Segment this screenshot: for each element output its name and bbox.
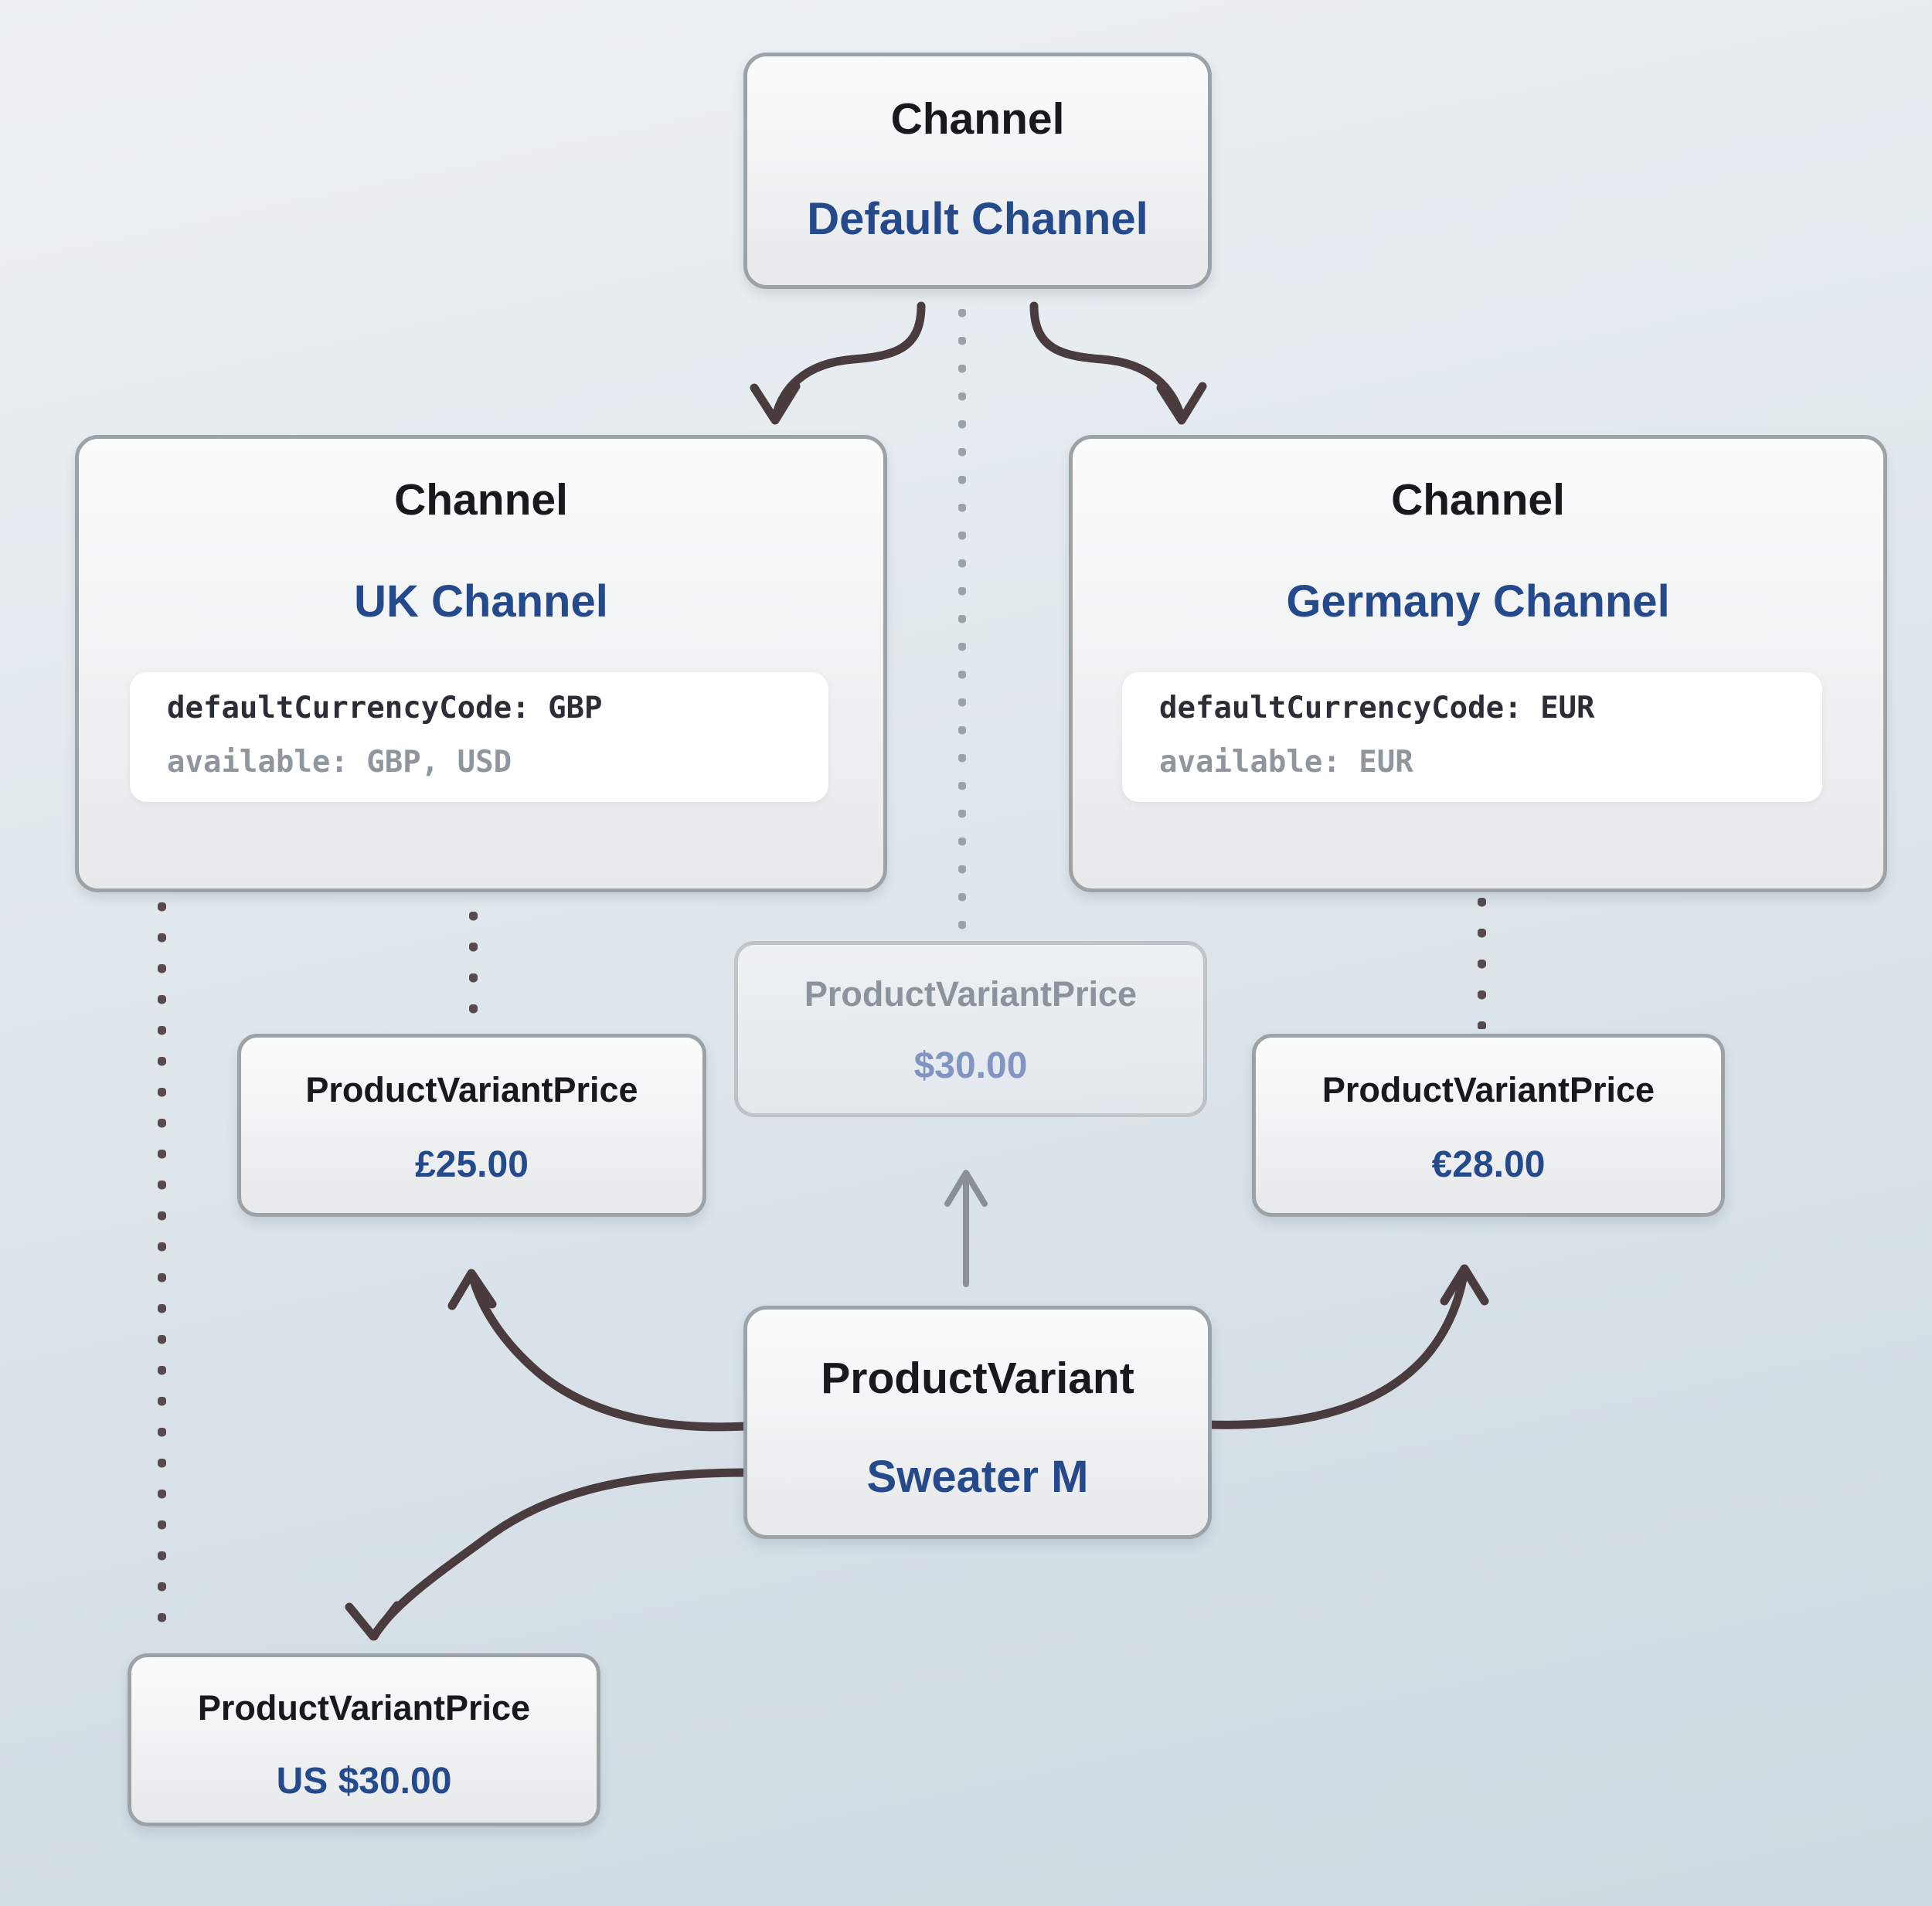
node-type-label: Channel xyxy=(1391,475,1565,525)
arrow-default-to-uk-channel xyxy=(770,301,926,423)
dotted-line-germany-channel-to-eur-price xyxy=(1478,805,1486,1029)
available-currencies-line: available: GBP, USD xyxy=(167,745,512,780)
price-value-label: €28.00 xyxy=(1431,1144,1546,1185)
node-type-label: Channel xyxy=(394,475,568,525)
node-default-channel: Channel Default Channel xyxy=(743,53,1212,289)
default-currency-code-line: defaultCurrencyCode: EUR xyxy=(1159,691,1595,725)
uk-channel-currency-code-box: defaultCurrencyCode: GBP available: GBP,… xyxy=(130,672,828,802)
dotted-line-uk-channel-to-gbp-price xyxy=(469,912,478,1028)
dotted-line-default-channel-to-default-price xyxy=(958,309,966,936)
node-type-label: Channel xyxy=(890,94,1065,144)
price-value-label: $30.00 xyxy=(913,1045,1028,1086)
node-product-variant-price-eur: ProductVariantPrice €28.00 xyxy=(1252,1034,1725,1217)
arrow-variant-to-gbp-price xyxy=(468,1270,751,1432)
arrow-variant-to-default-price-head xyxy=(944,1170,988,1207)
default-currency-code-line: defaultCurrencyCode: GBP xyxy=(167,691,603,725)
price-value-label: US $30.00 xyxy=(276,1761,452,1802)
price-value-label: £25.00 xyxy=(415,1144,529,1185)
arrow-variant-to-gbp-price-head xyxy=(447,1269,497,1310)
available-currencies-line: available: EUR xyxy=(1159,745,1413,780)
node-product-variant-price-gbp: ProductVariantPrice £25.00 xyxy=(237,1034,706,1217)
node-product-variant: ProductVariant Sweater M xyxy=(743,1306,1212,1539)
node-type-label: ProductVariantPrice xyxy=(197,1688,531,1728)
node-name-label: Default Channel xyxy=(807,194,1148,244)
node-uk-channel: Channel UK Channel defaultCurrencyCode: … xyxy=(75,435,887,892)
node-product-variant-price-usd: ProductVariantPrice US $30.00 xyxy=(128,1653,600,1826)
node-germany-channel: Channel Germany Channel defaultCurrencyC… xyxy=(1069,435,1887,892)
arrow-variant-to-us-price-head xyxy=(345,1601,402,1641)
arrow-default-to-germany-channel xyxy=(1029,301,1186,423)
node-product-variant-price-default: ProductVariantPrice $30.00 xyxy=(734,941,1207,1117)
arrow-variant-to-eur-price-head xyxy=(1440,1264,1489,1306)
dotted-line-uk-channel-to-us-price xyxy=(158,902,166,1638)
arrow-variant-to-eur-price xyxy=(1204,1266,1469,1429)
node-type-label: ProductVariantPrice xyxy=(1321,1070,1655,1109)
arrow-variant-to-us-price xyxy=(369,1468,753,1641)
arrow-default-to-uk-channel-head xyxy=(750,382,801,425)
node-type-label: ProductVariantPrice xyxy=(305,1070,638,1109)
node-type-label: ProductVariantPrice xyxy=(804,974,1138,1014)
node-type-label: ProductVariant xyxy=(821,1354,1134,1403)
node-name-label: UK Channel xyxy=(354,576,608,627)
node-name-label: Sweater M xyxy=(866,1452,1089,1502)
germany-channel-currency-code-box: defaultCurrencyCode: EUR available: EUR xyxy=(1122,672,1822,802)
node-name-label: Germany Channel xyxy=(1286,576,1670,627)
arrow-default-to-germany-channel-head xyxy=(1156,382,1207,425)
